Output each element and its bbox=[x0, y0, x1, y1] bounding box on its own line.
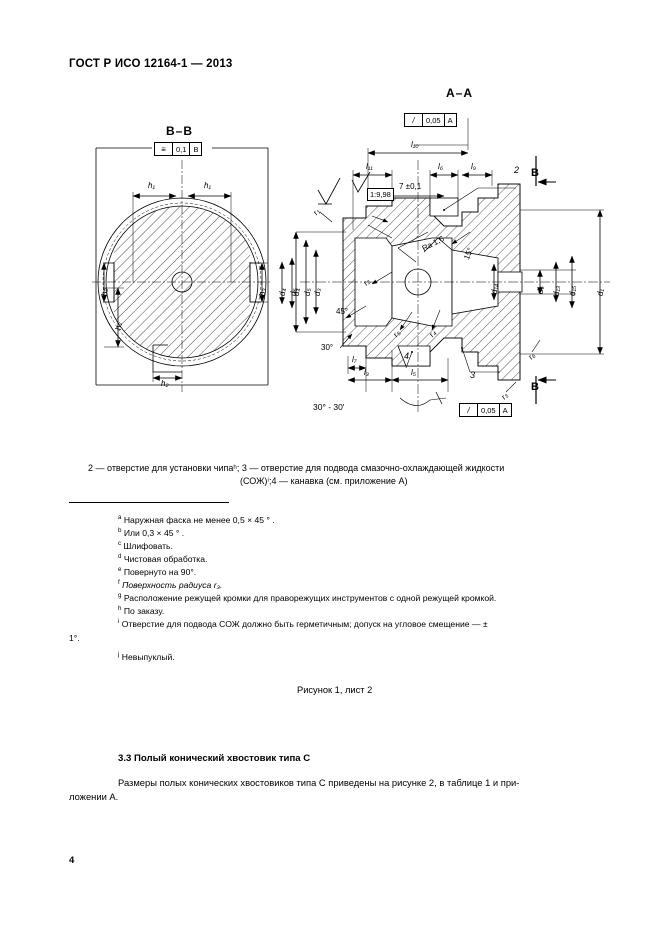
fcf-bb: ≡ 0,1 B bbox=[154, 142, 203, 156]
taper-ratio-box: 1:9,98 bbox=[367, 188, 394, 201]
dim-l7: l₇ bbox=[352, 355, 357, 364]
footnote-marker-i: i bbox=[118, 618, 120, 625]
figure-legend-line2: (СОЖ)ⁱ;4 — канавка (см. приложение А) bbox=[240, 476, 408, 486]
dim-l5: l₅ bbox=[411, 368, 416, 377]
fcf-symbol-runout-bottom: / bbox=[460, 404, 478, 416]
section-mark-b-top: B bbox=[531, 167, 539, 179]
dim-l6: l₆ bbox=[438, 162, 443, 171]
footnote-b: b Или 0,3 × 45 ° . bbox=[118, 527, 185, 538]
page-number: 4 bbox=[69, 855, 75, 866]
callout-4: 4 bbox=[404, 351, 410, 361]
dim-l10: l₁₀ bbox=[411, 140, 419, 149]
dim-h2-left: h₂ bbox=[114, 322, 123, 331]
footnote-marker-j: j bbox=[118, 651, 120, 658]
dim-l3: l₃ bbox=[364, 368, 369, 377]
dim-d14: d₁₄ bbox=[490, 283, 499, 294]
dim-d4-bb: d₄ bbox=[278, 288, 287, 296]
view-bb-title: B–B bbox=[166, 124, 194, 138]
footnote-h: h По заказу. bbox=[118, 605, 165, 616]
view-aa-title: A–A bbox=[446, 86, 474, 100]
footnote-marker-f: f bbox=[118, 579, 120, 586]
section-heading: 3.3 Полый конический хвостовик типа С bbox=[118, 753, 311, 764]
dim-b2: b₂ bbox=[100, 288, 109, 297]
dim-l11: l₁₁ bbox=[366, 162, 373, 171]
footnote-i-continuation: 1°. bbox=[69, 633, 80, 643]
dim-h1-right: h₁ bbox=[204, 181, 211, 190]
section-body-line2: ложении А. bbox=[69, 791, 119, 802]
angle-30: 30° bbox=[321, 343, 334, 352]
footnote-marker-b: b bbox=[118, 527, 122, 534]
footnote-marker-a: a bbox=[118, 514, 122, 521]
dim-d3-aa: d₃ bbox=[313, 288, 322, 296]
footnote-marker-c: c bbox=[118, 540, 122, 547]
footnote-marker-g: g bbox=[118, 592, 122, 599]
dim-tolerance-7: 7 ±0,1 bbox=[399, 182, 422, 191]
footnote-e: e Повернуто на 90°. bbox=[118, 566, 197, 577]
dim-h2-bottom: h₂ bbox=[161, 379, 169, 388]
footnote-j: j Невыпуклый. bbox=[118, 651, 175, 662]
dim-d13: d₁₃ bbox=[552, 285, 561, 296]
footnote-i: i Отверстие для подвода СОЖ должно быть … bbox=[118, 618, 488, 629]
callout-3: 3 bbox=[470, 370, 476, 380]
technical-drawing bbox=[0, 0, 661, 440]
footnote-a: a Наружная фаска не менее 0,5 × 45 ° . bbox=[118, 514, 275, 525]
fcf-tolerance-top: 0,05 bbox=[423, 114, 445, 126]
fcf-datum-top: A bbox=[447, 115, 453, 125]
fcf-tolerance-bottom: 0,05 bbox=[478, 404, 500, 416]
fcf-aa-top: / 0,05 A bbox=[404, 113, 457, 127]
figure-legend-line1: 2 — отверстие для установки чипаʰ; 3 — о… bbox=[88, 463, 505, 473]
dim-h1-left: h₁ bbox=[148, 181, 155, 190]
fcf-symbol-parallelism: ≡ bbox=[155, 143, 173, 155]
page-title: ГОСТ Р ИСО 12164-1 — 2013 bbox=[69, 58, 233, 70]
footnote-f: f Поверхность радиуса r₃. bbox=[118, 579, 223, 590]
dim-d15: d₁₅ bbox=[568, 285, 577, 296]
callout-2: 2 bbox=[514, 165, 520, 175]
fcf-tolerance: 0,1 bbox=[173, 143, 191, 155]
dim-b3: b₃ bbox=[258, 288, 267, 296]
dim-l9: l₉ bbox=[471, 162, 476, 171]
footnote-separator bbox=[69, 502, 229, 503]
fcf-symbol-runout-top: / bbox=[405, 114, 423, 126]
fcf-datum-bottom: A bbox=[502, 405, 508, 415]
footnote-marker-h: h bbox=[118, 605, 122, 612]
footnote-marker-d: d bbox=[118, 553, 122, 560]
footnote-g: g Расположение режущей кромки для правор… bbox=[118, 592, 497, 603]
figure-caption: Рисунок 1, лист 2 bbox=[297, 685, 373, 695]
section-body-line1: Размеры полых конических хвостовиков тип… bbox=[118, 777, 520, 788]
footnote-marker-e: e bbox=[118, 566, 122, 573]
dim-d1: d₁ bbox=[596, 289, 605, 296]
dim-d6: d₆ bbox=[536, 286, 545, 294]
angle-45: 45° bbox=[336, 307, 349, 316]
fcf-aa-bottom: / 0,05 A bbox=[459, 403, 512, 417]
section-mark-b-bottom: B bbox=[531, 381, 539, 393]
dim-d5-aa: d₅ bbox=[303, 288, 312, 296]
dim-d4-aa: d₄ bbox=[292, 288, 301, 296]
footnote-d: d Чистовая обработка. bbox=[118, 553, 208, 564]
angle-30-30min: 30° - 30' bbox=[313, 402, 345, 412]
fcf-datum: B bbox=[193, 144, 199, 154]
footnote-c: c Шлифовать. bbox=[118, 540, 173, 551]
